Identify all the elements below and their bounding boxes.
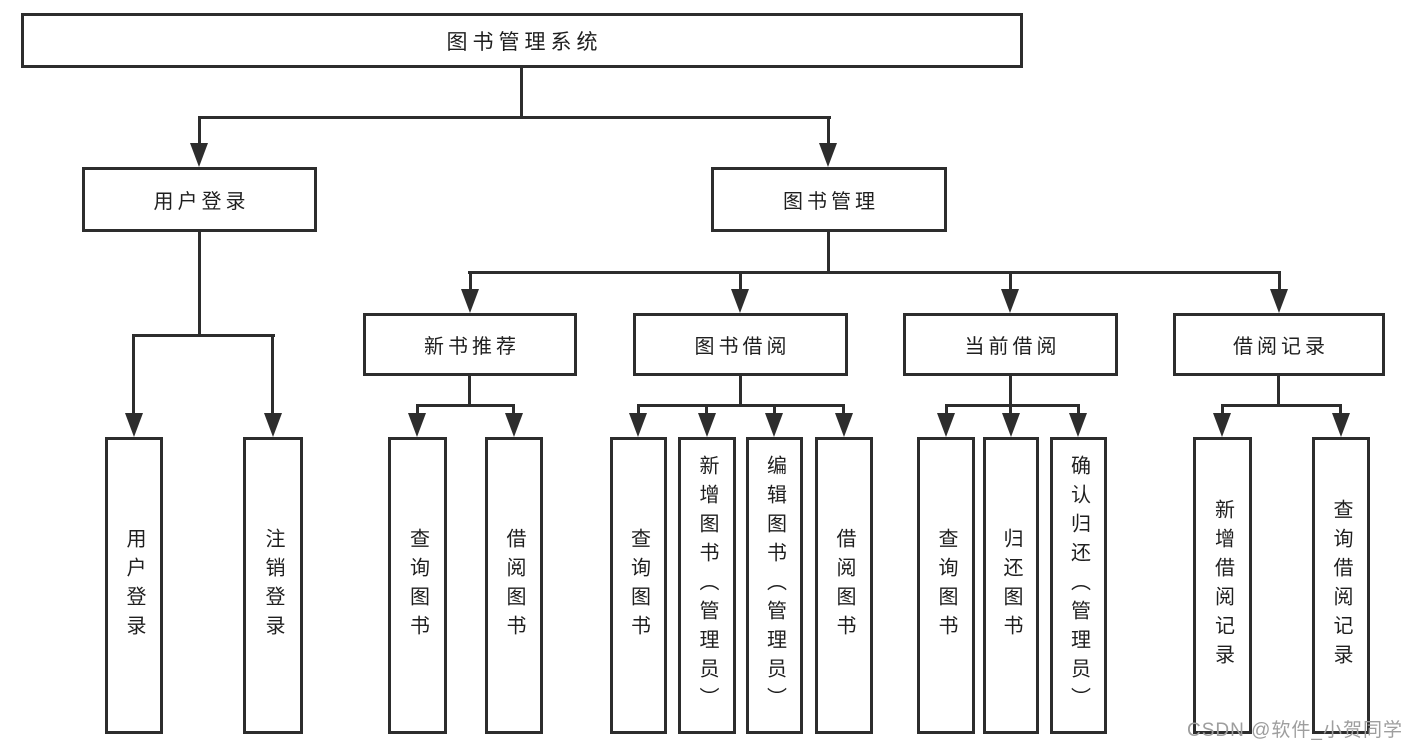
node-user-login: 用户登录 bbox=[82, 167, 317, 232]
connector-groupC-hline bbox=[637, 404, 845, 407]
leaf-records-query: 查询借阅记录 bbox=[1312, 437, 1370, 734]
connector-current-borrow-stem bbox=[1009, 271, 1012, 293]
connector-groupE-drop1 bbox=[1221, 404, 1224, 418]
leaf-label: 新增借阅记录 bbox=[1211, 498, 1234, 673]
leaf-newbook-query: 查询图书 bbox=[388, 437, 447, 734]
connector-book-borrow-stem bbox=[739, 271, 742, 293]
connector-groupB-hline bbox=[416, 404, 515, 407]
leaf-user-login-login: 用户登录 bbox=[105, 437, 163, 734]
connector-groupD-drop1 bbox=[945, 404, 948, 418]
node-book-management: 图书管理 bbox=[711, 167, 947, 232]
connector-groupE-drop2 bbox=[1339, 404, 1342, 418]
connector-groupD-stem bbox=[1009, 376, 1012, 406]
arrow-down-icon bbox=[1069, 413, 1087, 437]
connector-book-management-down bbox=[827, 232, 830, 273]
connector-book-management-stem bbox=[827, 116, 830, 144]
node-root: 图书管理系统 bbox=[21, 13, 1023, 68]
leaf-label: 编辑图书（管理员） bbox=[763, 455, 786, 716]
arrow-down-icon bbox=[698, 413, 716, 437]
connector-groupC-drop2 bbox=[705, 404, 708, 418]
leaf-label: 用户登录 bbox=[123, 527, 145, 644]
node-book-borrow: 图书借阅 bbox=[633, 313, 848, 376]
arrow-down-icon bbox=[731, 289, 749, 313]
connector-groupD-hline bbox=[945, 404, 1080, 407]
node-current-borrow: 当前借阅 bbox=[903, 313, 1118, 376]
connector-groupA-stem bbox=[198, 232, 201, 336]
leaf-label: 借阅图书 bbox=[833, 527, 855, 644]
leaf-label: 借阅图书 bbox=[503, 527, 525, 644]
leaf-newbook-borrow: 借阅图书 bbox=[485, 437, 543, 734]
connector-root-stem bbox=[520, 68, 523, 117]
connector-groupC-stem bbox=[739, 376, 742, 406]
connector-groupE-stem bbox=[1277, 376, 1280, 406]
connector-groupD-drop2 bbox=[1009, 404, 1012, 418]
connector-groupC-drop3 bbox=[773, 404, 776, 418]
connector-groupC-drop1 bbox=[637, 404, 640, 418]
connector-groupD-drop3 bbox=[1077, 404, 1080, 418]
leaf-current-query: 查询图书 bbox=[917, 437, 975, 734]
arrow-down-icon bbox=[1001, 289, 1019, 313]
leaf-label: 归还图书 bbox=[1000, 527, 1022, 644]
node-new-book-recommend: 新书推荐 bbox=[363, 313, 577, 376]
arrow-down-icon bbox=[505, 413, 523, 437]
connector-level3-hline bbox=[468, 271, 1280, 274]
arrow-down-icon bbox=[190, 143, 208, 167]
leaf-label: 查询图书 bbox=[406, 527, 429, 644]
arrow-down-icon bbox=[125, 413, 143, 437]
leaf-bookborrow-edit-admin: 编辑图书（管理员） bbox=[746, 437, 803, 734]
arrow-down-icon bbox=[1332, 413, 1350, 437]
leaf-label: 新增图书（管理员） bbox=[696, 455, 718, 716]
arrow-down-icon bbox=[765, 413, 783, 437]
node-borrow-records: 借阅记录 bbox=[1173, 313, 1385, 376]
csdn-watermark: CSDN @软件_小贺同学 bbox=[1187, 720, 1403, 741]
leaf-current-confirm-return-admin: 确认归还（管理员） bbox=[1050, 437, 1107, 734]
connector-new-book-stem bbox=[469, 271, 472, 293]
connector-groupA-hline bbox=[132, 334, 275, 337]
connector-groupB-drop1 bbox=[416, 404, 419, 418]
leaf-bookborrow-borrow: 借阅图书 bbox=[815, 437, 873, 734]
arrow-down-icon bbox=[408, 413, 426, 437]
connector-groupC-drop4 bbox=[842, 404, 845, 418]
arrow-down-icon bbox=[819, 143, 837, 167]
leaf-label: 查询图书 bbox=[935, 527, 957, 644]
arrow-down-icon bbox=[629, 413, 647, 437]
leaf-bookborrow-add-admin: 新增图书（管理员） bbox=[678, 437, 736, 734]
leaf-records-add: 新增借阅记录 bbox=[1193, 437, 1252, 734]
connector-groupA-drop2 bbox=[271, 334, 274, 414]
arrow-down-icon bbox=[264, 413, 282, 437]
connector-user-login-stem bbox=[198, 116, 201, 144]
leaf-label: 查询借阅记录 bbox=[1330, 498, 1352, 673]
connector-level2-hline bbox=[198, 116, 831, 119]
arrow-down-icon bbox=[1002, 413, 1020, 437]
arrow-down-icon bbox=[1270, 289, 1288, 313]
connector-borrow-records-stem bbox=[1278, 271, 1281, 293]
connector-groupB-drop2 bbox=[512, 404, 515, 418]
leaf-bookborrow-query: 查询图书 bbox=[610, 437, 667, 734]
arrow-down-icon bbox=[1213, 413, 1231, 437]
leaf-user-login-logout: 注销登录 bbox=[243, 437, 303, 734]
arrow-down-icon bbox=[461, 289, 479, 313]
leaf-current-return: 归还图书 bbox=[983, 437, 1039, 734]
arrow-down-icon bbox=[937, 413, 955, 437]
leaf-label: 查询图书 bbox=[627, 527, 650, 644]
connector-groupE-hline bbox=[1221, 404, 1342, 407]
arrow-down-icon bbox=[835, 413, 853, 437]
leaf-label: 确认归还（管理员） bbox=[1067, 455, 1090, 716]
leaf-label: 注销登录 bbox=[262, 527, 284, 644]
connector-groupA-drop1 bbox=[132, 334, 135, 414]
connector-groupB-stem bbox=[468, 376, 471, 406]
